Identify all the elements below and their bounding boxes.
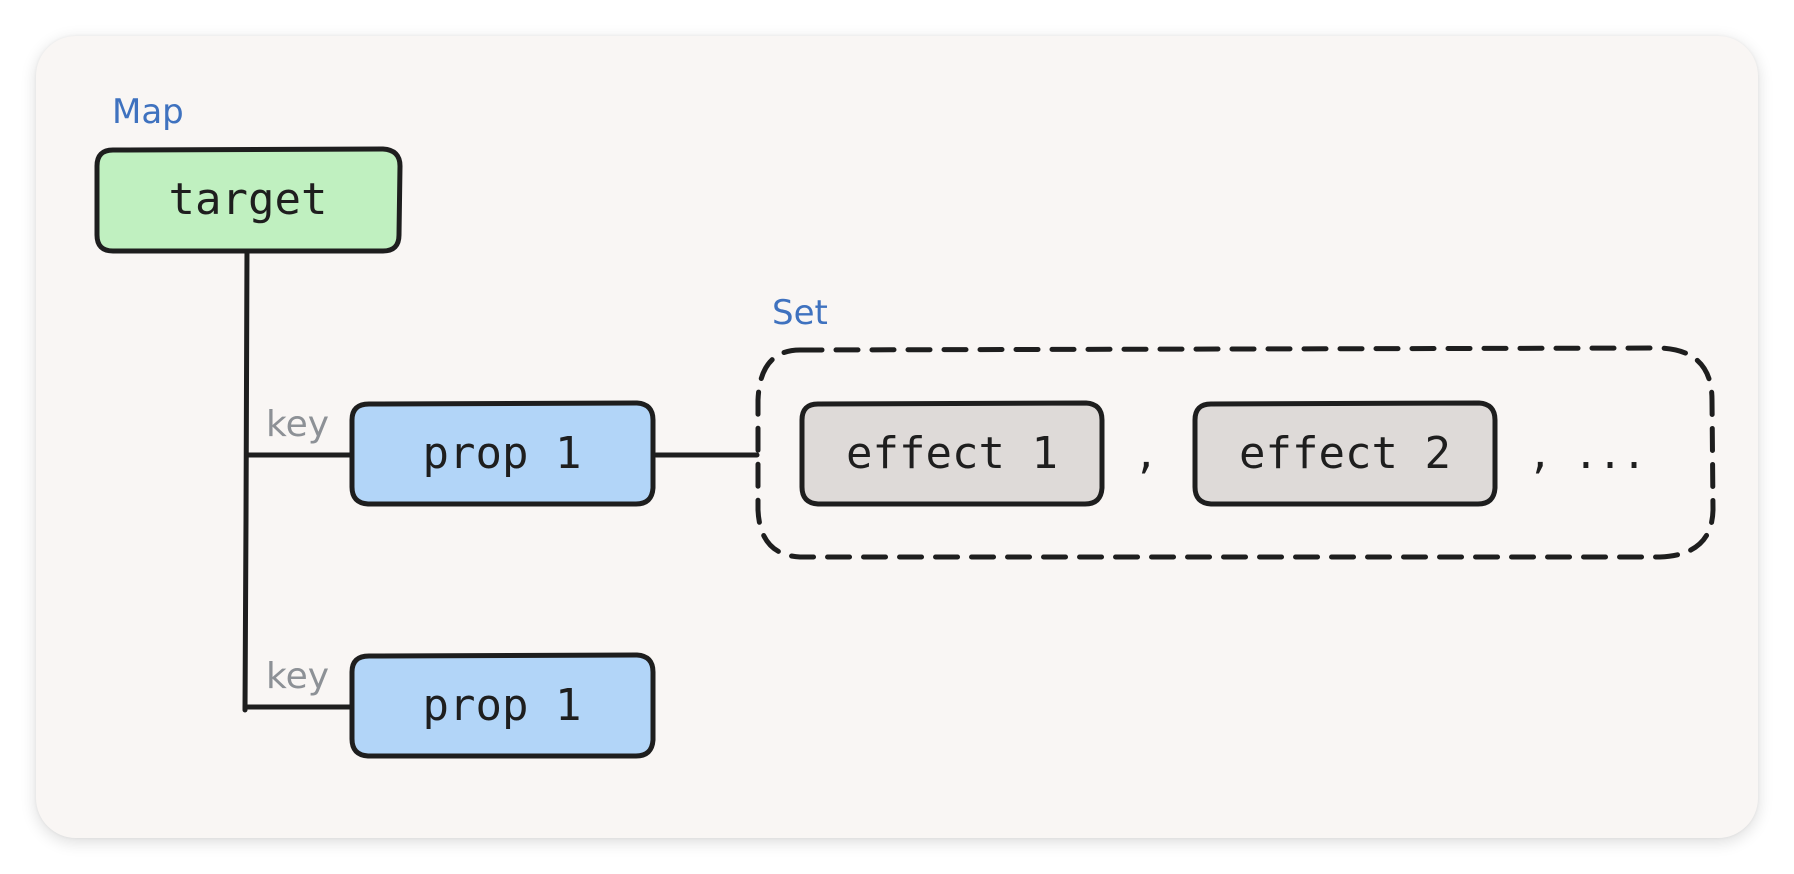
prop-node-1[interactable] <box>349 400 656 507</box>
comma-separator-2: , <box>1528 432 1552 478</box>
key-label-1: key <box>266 404 329 445</box>
set-label: Set <box>772 293 828 333</box>
key-label-2: key <box>266 656 329 697</box>
target-node[interactable] <box>94 146 403 254</box>
effect-node-1-label: effect 1 <box>846 428 1058 479</box>
prop-node-2[interactable] <box>349 652 656 759</box>
target-node-label: target <box>169 174 328 225</box>
map-label: Map <box>112 92 184 132</box>
prop-node-1-label: prop 1 <box>423 428 582 479</box>
map-trunk-line <box>242 243 250 713</box>
effect-node-2-label: effect 2 <box>1239 428 1451 479</box>
effect-node-1[interactable] <box>799 400 1105 507</box>
prop-node-2-label: prop 1 <box>423 680 582 731</box>
comma-separator-1: , <box>1134 432 1158 478</box>
connectors <box>242 243 760 713</box>
effect-node-2[interactable] <box>1192 400 1498 507</box>
ellipsis: ... <box>1574 432 1646 478</box>
set-container <box>755 345 1716 560</box>
